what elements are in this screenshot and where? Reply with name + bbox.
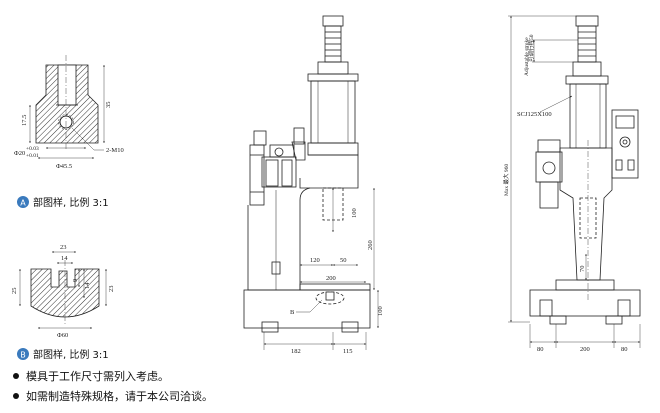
dim-side-200: 200	[580, 346, 590, 353]
detail-b-drawing	[19, 251, 107, 329]
detail-a-drawing	[29, 55, 105, 159]
badge-b	[17, 348, 29, 360]
label-b-marker: B	[290, 309, 295, 316]
dim-a-thread: 2-M10	[106, 147, 124, 154]
dim-a-35: 35	[105, 102, 112, 109]
dim-front-120: 120	[310, 257, 320, 264]
dim-b-9: 9	[72, 279, 79, 282]
dim-b-phi60: Φ60	[57, 332, 68, 339]
detail-a-caption: 部图样, 比例 3:1	[33, 196, 109, 209]
front-view-drawing	[243, 15, 379, 350]
adj-stroke-cn: 可调行程50	[527, 34, 535, 62]
note-bullet-1	[13, 373, 19, 379]
badge-b-letter: B	[20, 351, 26, 360]
dim-front-50: 50	[340, 257, 347, 264]
max-height-label: Max 最大 960	[502, 164, 510, 196]
dim-front-height: 260	[367, 240, 374, 250]
dim-a-phi20: Φ20	[14, 150, 25, 157]
dim-side-80-right: 80	[621, 346, 628, 353]
dim-front-115: 115	[343, 348, 353, 355]
dim-side-80-left: 80	[537, 346, 544, 353]
dim-a-phi45-5: Φ45.5	[56, 163, 72, 170]
badge-a	[17, 196, 29, 208]
note-2: 如需制造特殊规格，请于本公司洽谈。	[26, 389, 213, 403]
dim-b-25: 25	[11, 288, 18, 295]
dim-front-182: 182	[291, 348, 301, 355]
dim-front-200: 200	[326, 275, 336, 282]
dim-b-23-top: 23	[60, 244, 67, 251]
dim-b-14-top: 14	[61, 255, 68, 262]
dim-a-17-5: 17.5	[21, 115, 28, 126]
note-bullet-2	[13, 393, 19, 399]
detail-b-section	[30, 268, 100, 318]
dim-b-14: 14	[84, 282, 91, 289]
badge-a-letter: A	[20, 199, 26, 208]
detail-b-caption: 部图样, 比例 3:1	[33, 348, 109, 361]
dim-front-stroke: 100	[351, 208, 358, 218]
dim-side-70: 70	[579, 266, 586, 273]
dim-front-base: 100	[377, 306, 384, 316]
note-1: 模具于工作尺寸需列入考虑。	[26, 369, 169, 383]
cylinder-model-label: SCJ125X100	[517, 111, 552, 118]
dim-a-tol-lower: +0.01	[26, 153, 39, 159]
dim-a-tol-upper: +0.03	[26, 146, 39, 152]
side-view-drawing	[508, 15, 641, 348]
dim-b-23-right: 23	[108, 286, 115, 293]
adj-stroke-en: Adjustable stroke	[524, 37, 530, 76]
